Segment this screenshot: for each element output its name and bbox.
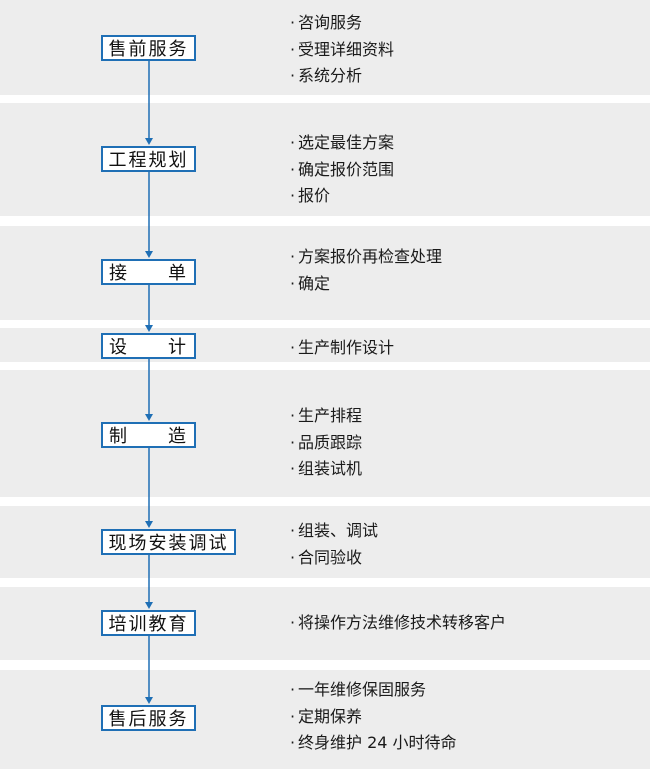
bullet-dot-icon: · bbox=[290, 13, 296, 32]
flow-arrow-head-icon bbox=[145, 697, 153, 704]
flow-arrow-head-icon bbox=[145, 602, 153, 609]
stage-box: 售后服务 bbox=[101, 705, 196, 731]
detail-item: ·定期保养 bbox=[290, 704, 457, 731]
detail-text: 受理详细资料 bbox=[298, 39, 395, 59]
detail-text: 系统分析 bbox=[298, 66, 363, 85]
stage-details: ·生产排程·品质跟踪·组装试机 bbox=[290, 403, 362, 483]
detail-item: ·组装试机 bbox=[290, 456, 362, 483]
detail-item: ·一年维修保固服务 bbox=[290, 677, 457, 704]
detail-item: ·品质跟踪 bbox=[290, 430, 362, 457]
detail-text: 报价 bbox=[298, 186, 331, 205]
stage-label: 培训教育 bbox=[108, 614, 189, 635]
detail-item: ·方案报价再检查处理 bbox=[290, 244, 442, 271]
bullet-dot-icon: · bbox=[290, 133, 296, 152]
detail-text: 方案报价再检查处理 bbox=[298, 247, 443, 266]
flow-arrow-head-icon bbox=[145, 521, 153, 528]
detail-text: 定期保养 bbox=[298, 706, 363, 726]
stage-box: 现场安装调试 bbox=[101, 529, 236, 555]
bullet-dot-icon: · bbox=[290, 706, 296, 726]
detail-item: ·咨询服务 bbox=[290, 10, 394, 37]
stage-label-char: 造 bbox=[168, 426, 188, 447]
stage-label: 现场安装调试 bbox=[108, 533, 229, 554]
detail-item: ·生产排程 bbox=[290, 403, 362, 430]
stage-details: ·生产制作设计 bbox=[290, 335, 394, 362]
detail-item: ·确定 bbox=[290, 271, 442, 298]
stage-box: 工程规划 bbox=[101, 146, 196, 172]
bullet-dot-icon: · bbox=[290, 613, 296, 632]
detail-item: ·生产制作设计 bbox=[290, 335, 394, 362]
stage-box: 售前服务 bbox=[101, 35, 196, 61]
detail-item: ·报价 bbox=[290, 183, 394, 210]
bullet-dot-icon: · bbox=[290, 159, 296, 179]
stage-box: 制造 bbox=[101, 422, 196, 448]
detail-text: 一年维修保固服务 bbox=[298, 680, 427, 699]
bullet-dot-icon: · bbox=[290, 66, 296, 85]
bullet-dot-icon: · bbox=[290, 680, 296, 699]
stage-details: ·咨询服务·受理详细资料·系统分析 bbox=[290, 10, 394, 90]
detail-text: 选定最佳方案 bbox=[298, 133, 395, 152]
detail-item: ·终身维护 24 小时待命 bbox=[290, 730, 457, 757]
stage-label-char: 单 bbox=[168, 263, 188, 284]
detail-text: 将操作方法维修技术转移客户 bbox=[298, 613, 507, 632]
detail-text: 确定 bbox=[298, 273, 331, 293]
detail-item: ·选定最佳方案 bbox=[290, 130, 394, 157]
stage-label: 工程规划 bbox=[108, 150, 189, 171]
detail-item: ·合同验收 bbox=[290, 545, 378, 572]
stage-label: 售前服务 bbox=[108, 39, 189, 60]
detail-text: 终身维护 24 小时待命 bbox=[298, 733, 457, 752]
detail-text: 生产制作设计 bbox=[298, 338, 395, 357]
bullet-dot-icon: · bbox=[290, 39, 296, 59]
bullet-dot-icon: · bbox=[290, 338, 296, 357]
detail-item: ·组装、调试 bbox=[290, 518, 378, 545]
stage-label: 售后服务 bbox=[108, 709, 189, 730]
detail-text: 确定报价范围 bbox=[298, 159, 395, 179]
flow-arrow-head-icon bbox=[145, 325, 153, 332]
detail-item: ·受理详细资料 bbox=[290, 37, 394, 64]
stage-label-char: 计 bbox=[168, 337, 188, 358]
detail-text: 组装试机 bbox=[298, 459, 363, 478]
flow-arrow-head-icon bbox=[145, 138, 153, 145]
detail-text: 生产排程 bbox=[298, 406, 363, 425]
bullet-dot-icon: · bbox=[290, 273, 296, 293]
stage-details: ·方案报价再检查处理·确定 bbox=[290, 244, 442, 297]
stage-details: ·选定最佳方案·确定报价范围·报价 bbox=[290, 130, 394, 210]
flow-arrow-head-icon bbox=[145, 414, 153, 421]
detail-item: ·将操作方法维修技术转移客户 bbox=[290, 610, 506, 637]
flow-arrow-head-icon bbox=[145, 251, 153, 258]
bullet-dot-icon: · bbox=[290, 406, 296, 425]
stage-box: 设计 bbox=[101, 333, 196, 359]
stage-details: ·将操作方法维修技术转移客户 bbox=[290, 610, 506, 637]
bullet-dot-icon: · bbox=[290, 733, 296, 752]
stage-label-char: 制 bbox=[109, 426, 129, 447]
bullet-dot-icon: · bbox=[290, 521, 296, 540]
detail-text: 咨询服务 bbox=[298, 13, 363, 32]
detail-item: ·系统分析 bbox=[290, 63, 394, 90]
bullet-dot-icon: · bbox=[290, 459, 296, 478]
bullet-dot-icon: · bbox=[290, 247, 296, 266]
detail-text: 组装、调试 bbox=[298, 521, 379, 540]
detail-item: ·确定报价范围 bbox=[290, 157, 394, 184]
detail-text: 品质跟踪 bbox=[298, 432, 363, 452]
bullet-dot-icon: · bbox=[290, 186, 296, 205]
stage-label-char: 设 bbox=[109, 337, 129, 358]
stage-details: ·组装、调试·合同验收 bbox=[290, 518, 378, 571]
stage-box: 培训教育 bbox=[101, 610, 196, 636]
stage-label-char: 接 bbox=[109, 263, 129, 284]
stage-details: ·一年维修保固服务·定期保养·终身维护 24 小时待命 bbox=[290, 677, 457, 757]
detail-text: 合同验收 bbox=[298, 547, 363, 567]
stage-box: 接单 bbox=[101, 259, 196, 285]
bullet-dot-icon: · bbox=[290, 432, 296, 452]
bullet-dot-icon: · bbox=[290, 547, 296, 567]
